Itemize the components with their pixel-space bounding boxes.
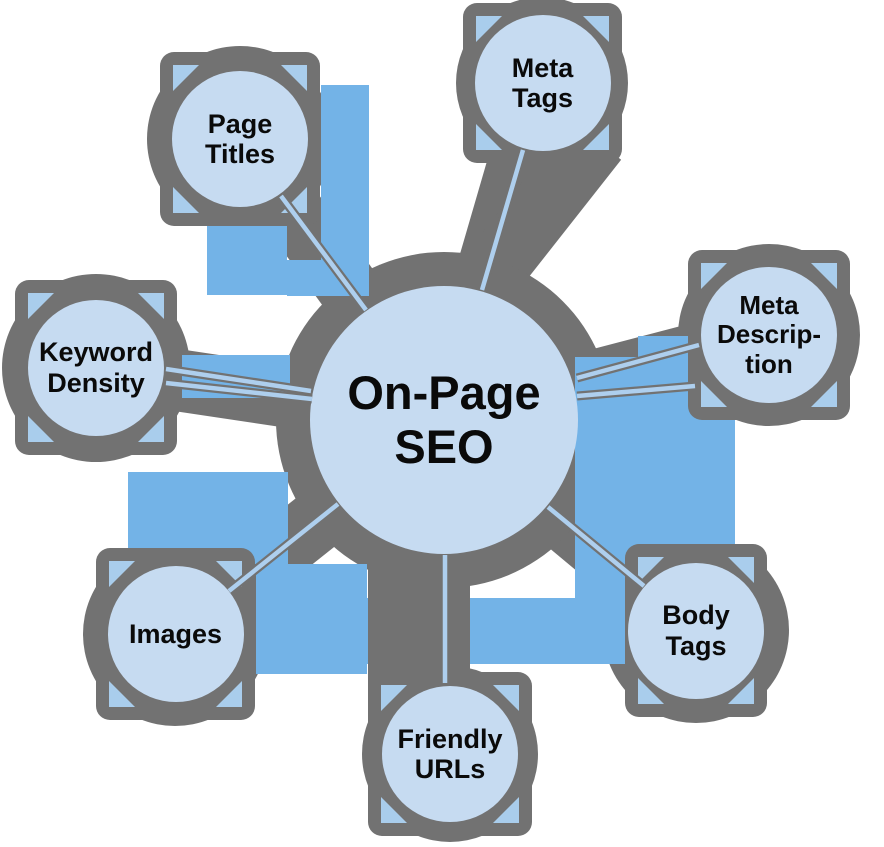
label-line: URLs [414, 754, 486, 784]
label-line: Tags [665, 630, 727, 661]
node-images: Images [96, 548, 255, 720]
connector-keyword-density-2 [165, 380, 313, 402]
label-line: Friendly [397, 723, 503, 754]
node-label: Friendly URLs [368, 672, 532, 836]
node-label: Keyword Density [15, 280, 177, 455]
label-line: SEO [394, 420, 494, 473]
node-circle [701, 267, 837, 403]
hub-circle [310, 286, 578, 554]
node-body-tags: Body Tags [625, 544, 767, 717]
label-line: Body [662, 600, 730, 631]
connector-meta-tags [479, 149, 526, 291]
corner-triangle [138, 416, 164, 442]
hub-label: On-Page SEO [310, 286, 578, 554]
node-page-titles: Page Titles [160, 52, 320, 226]
corner-triangle [138, 293, 164, 319]
corner-triangle [811, 381, 837, 407]
label-line: Density [47, 367, 145, 398]
corner-triangle [216, 681, 242, 707]
label-line: Titles [204, 139, 276, 169]
corner-triangle [28, 293, 54, 319]
corner-triangle [173, 187, 199, 213]
blue-rect-lower-left [256, 564, 367, 674]
node-circle [172, 71, 308, 207]
node-on-page-seo: On-Page SEO [310, 286, 578, 554]
label-line: Keyword [38, 337, 154, 368]
node-label: Body Tags [625, 544, 767, 717]
node-keyword-density: Keyword Density [15, 280, 177, 455]
node-label: Meta Descrip- tion [688, 250, 850, 420]
node-friendly-urls: Friendly URLs [368, 672, 532, 836]
node-circle [474, 15, 611, 151]
link-band-meta-tags-2 [444, 120, 622, 320]
label-line: tion [745, 348, 793, 379]
node-circle [107, 566, 244, 702]
connector-meta-description-2 [576, 383, 696, 399]
connector-meta-description-1 [576, 342, 700, 381]
label-line: Page [207, 108, 273, 139]
node-meta-description: Meta Descrip- tion [688, 250, 850, 420]
corner-triangle [28, 416, 54, 442]
blue-rect-near-meta-description [638, 336, 688, 374]
corner-triangle [281, 65, 307, 91]
blue-rect-upper-left-a [207, 226, 287, 295]
label-line: Tags [511, 83, 573, 113]
blue-rect-top [321, 85, 369, 260]
label-line: On-Page [347, 365, 541, 419]
node-circle [628, 562, 764, 699]
label-line: Meta [739, 290, 799, 321]
node-label: Page Titles [160, 52, 320, 226]
node-meta-tags: Meta Tags [463, 3, 622, 163]
blue-rect-bottom [340, 598, 640, 664]
label-line: Images [128, 618, 223, 649]
node-circle [382, 686, 518, 822]
node-label: Meta Tags [463, 3, 622, 163]
blue-rect-near-keyword-density [182, 355, 290, 398]
label-line: Meta [511, 52, 574, 83]
node-label: Images [96, 548, 255, 720]
connector-keyword-density-1 [165, 366, 312, 394]
node-circle [28, 299, 164, 436]
label-line: Descrip- [716, 319, 822, 350]
